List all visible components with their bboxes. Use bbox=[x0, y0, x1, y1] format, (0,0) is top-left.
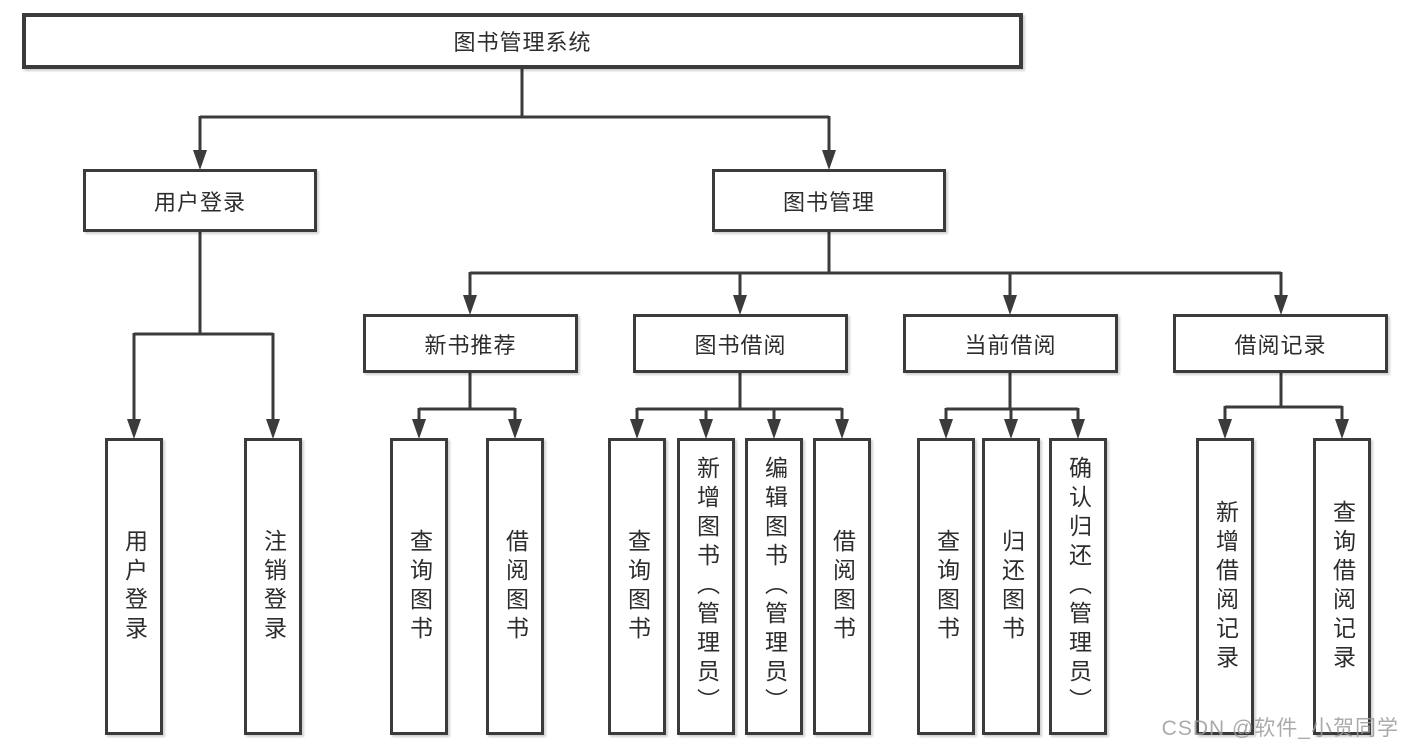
connector-new-book-children bbox=[412, 373, 522, 439]
leaf-borrowing-edit-books-admin-label: 编辑图书（管理员） bbox=[761, 456, 788, 717]
leaf-records-query-record-label: 查询借阅记录 bbox=[1329, 499, 1356, 674]
leaf-current-return-books-label: 归还图书 bbox=[998, 528, 1025, 645]
watermark-text: CSDN @软件_小贺同学 bbox=[1161, 717, 1399, 740]
leaf-current-query-books: 查询图书 bbox=[917, 438, 975, 735]
leaf-borrowing-query-books-label: 查询图书 bbox=[624, 528, 651, 645]
leaf-borrowing-add-books-admin: 新增图书（管理员） bbox=[677, 438, 735, 735]
connector-borrow-records-children bbox=[1218, 373, 1349, 439]
leaf-newbook-query-books-label: 查询图书 bbox=[406, 528, 433, 645]
leaf-newbook-query-books: 查询图书 bbox=[390, 438, 448, 735]
leaf-borrowing-query-books: 查询图书 bbox=[608, 438, 666, 735]
connector-root-to-level2 bbox=[193, 69, 836, 170]
connector-user-login-children bbox=[127, 232, 280, 439]
leaf-records-add-record: 新增借阅记录 bbox=[1196, 438, 1254, 735]
leaf-current-confirm-return-admin-label: 确认归还（管理员） bbox=[1065, 456, 1092, 717]
leaf-user-login-label: 用户登录 bbox=[121, 528, 148, 645]
node-borrow-records: 借阅记录 bbox=[1173, 314, 1388, 373]
node-current-borrowing-label: 当前借阅 bbox=[964, 332, 1057, 358]
leaf-records-add-record-label: 新增借阅记录 bbox=[1212, 499, 1239, 674]
node-library-system-label: 图书管理系统 bbox=[453, 30, 592, 55]
node-borrow-records-label: 借阅记录 bbox=[1234, 332, 1327, 358]
leaf-newbook-borrow-books: 借阅图书 bbox=[486, 438, 544, 735]
leaf-borrowing-borrow-books-label: 借阅图书 bbox=[829, 528, 856, 645]
leaf-user-login: 用户登录 bbox=[105, 438, 163, 735]
leaf-logout-login-label: 注销登录 bbox=[260, 528, 287, 645]
node-new-book-recommend-label: 新书推荐 bbox=[424, 332, 517, 358]
node-book-borrowing-label: 图书借阅 bbox=[694, 332, 787, 358]
connector-book-borrowing-children bbox=[630, 373, 849, 439]
node-current-borrowing: 当前借阅 bbox=[903, 314, 1118, 373]
connector-book-management-children bbox=[463, 232, 1288, 315]
leaf-current-confirm-return-admin: 确认归还（管理员） bbox=[1049, 438, 1107, 735]
leaf-borrowing-edit-books-admin: 编辑图书（管理员） bbox=[745, 438, 803, 735]
leaf-current-return-books: 归还图书 bbox=[982, 438, 1040, 735]
leaf-logout-login: 注销登录 bbox=[244, 438, 302, 735]
node-user-login: 用户登录 bbox=[83, 169, 317, 232]
node-book-management: 图书管理 bbox=[712, 169, 946, 232]
leaf-borrowing-add-books-admin-label: 新增图书（管理员） bbox=[693, 456, 720, 717]
node-library-system: 图书管理系统 bbox=[22, 13, 1023, 69]
node-new-book-recommend: 新书推荐 bbox=[363, 314, 578, 373]
node-user-login-label: 用户登录 bbox=[153, 189, 246, 215]
leaf-current-query-books-label: 查询图书 bbox=[933, 528, 960, 645]
leaf-records-query-record: 查询借阅记录 bbox=[1313, 438, 1371, 735]
node-book-management-label: 图书管理 bbox=[782, 189, 875, 215]
connector-current-borrowing-children bbox=[939, 373, 1085, 439]
leaf-newbook-borrow-books-label: 借阅图书 bbox=[502, 528, 529, 645]
node-book-borrowing: 图书借阅 bbox=[633, 314, 848, 373]
leaf-borrowing-borrow-books: 借阅图书 bbox=[813, 438, 871, 735]
